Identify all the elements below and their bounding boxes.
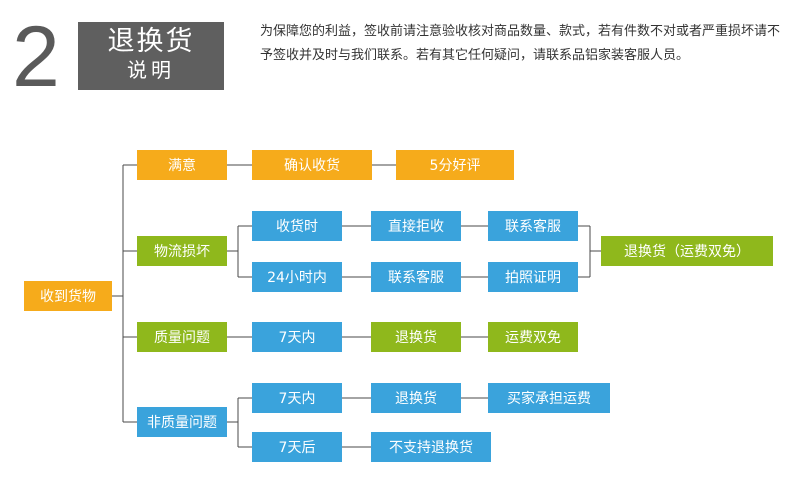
node-confirm-receipt: 确认收货 xyxy=(252,150,372,180)
section-title-box: 退换货 说明 xyxy=(78,22,224,90)
node-log-reject: 直接拒收 xyxy=(371,211,461,241)
node-q-return-exchange: 退换货 xyxy=(371,322,461,352)
section-subtitle: 说明 xyxy=(127,58,175,82)
node-non-quality-issue: 非质量问题 xyxy=(137,407,227,437)
node-log-contact-cs-2: 联系客服 xyxy=(371,262,461,292)
node-nq-buyer-pays: 买家承担运费 xyxy=(488,383,610,413)
node-log-upon-receipt: 收货时 xyxy=(252,211,342,241)
node-quality-issue: 质量问题 xyxy=(137,322,227,352)
node-satisfied: 满意 xyxy=(137,150,227,180)
node-root: 收到货物 xyxy=(24,281,112,311)
node-nq-return-exchange: 退换货 xyxy=(371,383,461,413)
node-log-contact-cs-1: 联系客服 xyxy=(488,211,578,241)
node-q-within-7d: 7天内 xyxy=(252,322,342,352)
node-log-result: 退换货（运费双免） xyxy=(601,236,773,266)
node-nq-not-supported: 不支持退换货 xyxy=(371,432,491,462)
section-title: 退换货 xyxy=(107,26,195,57)
node-five-star-review: 5分好评 xyxy=(396,150,514,180)
node-q-free-shipping: 运费双免 xyxy=(488,322,578,352)
node-log-photo-proof: 拍照证明 xyxy=(488,262,578,292)
node-log-within-24h: 24小时内 xyxy=(252,262,342,292)
node-nq-within-7d: 7天内 xyxy=(252,383,342,413)
node-nq-after-7d: 7天后 xyxy=(252,432,342,462)
section-number: 2 xyxy=(12,9,60,105)
description-text: 为保障您的利益，签收前请注意验收核对商品数量、款式，若有件数不对或者严重损坏请不… xyxy=(260,24,781,63)
node-logistics-damage: 物流损坏 xyxy=(137,236,227,266)
